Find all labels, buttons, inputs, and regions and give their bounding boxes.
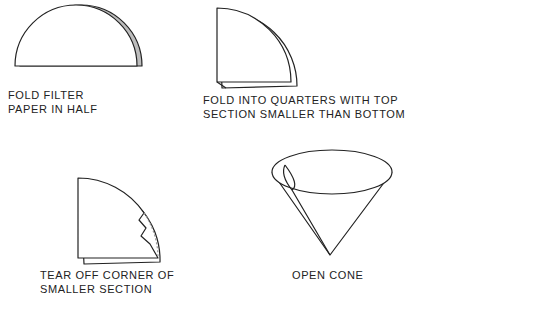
paper-strokes bbox=[15, 5, 392, 264]
quarter-top-layer bbox=[217, 8, 291, 82]
torn-quarter bbox=[78, 178, 158, 258]
caption-label: FOLD INTO QUARTERS WITH TOP SECTION SMAL… bbox=[203, 93, 418, 121]
cone-fold bbox=[285, 165, 330, 255]
cone-flap bbox=[284, 165, 292, 190]
caption-label: TEAR OFF CORNER OF SMALLER SECTION bbox=[40, 268, 185, 296]
caption-label: OPEN CONE bbox=[292, 268, 412, 282]
fold-edge bbox=[217, 82, 226, 88]
torn-corner-outline bbox=[144, 213, 158, 258]
half-folded-paper bbox=[15, 5, 137, 66]
caption-label: FOLD FILTER PAPER IN HALF bbox=[8, 88, 108, 116]
